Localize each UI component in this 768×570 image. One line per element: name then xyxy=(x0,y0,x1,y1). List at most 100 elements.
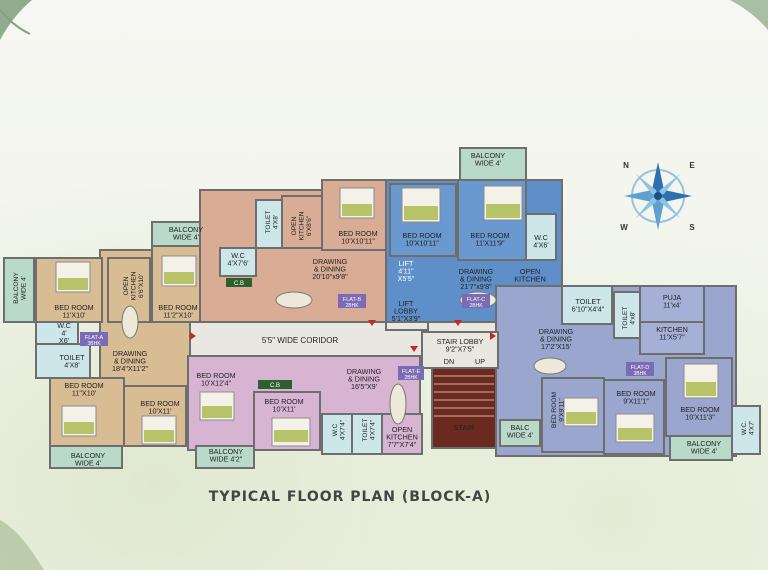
flat-b-open-kitchen xyxy=(281,195,323,249)
room-label-line: 10'X10'11" xyxy=(341,237,375,246)
room-label-line: WIDE 4' xyxy=(475,159,502,168)
room-label-line: X6' xyxy=(59,336,70,345)
room-label-line: OPEN xyxy=(520,267,540,276)
room-label-line: BED ROOM xyxy=(158,303,197,312)
room-label-line: 20'10"x9'8" xyxy=(312,272,348,281)
room-label-line: 6'10"X4'4" xyxy=(572,305,605,314)
room-label-line: BALCONY xyxy=(13,272,20,304)
room-label-line: 11'X10' xyxy=(63,311,87,320)
corridor-label: 5'5" WIDE CORIDOR xyxy=(262,336,339,345)
room-label-line: LOBBY xyxy=(394,307,418,316)
room-label-line: 6'6"X10' xyxy=(138,274,145,298)
flat-e-tag: FLAT-E 2BHK xyxy=(398,366,424,381)
compass-s: S xyxy=(689,223,695,232)
room-label-line: 9'X9'11" xyxy=(559,398,566,422)
room-label-line: BED ROOM xyxy=(470,231,509,240)
stair-treads xyxy=(434,375,494,417)
room-label-line: 9'2"X7'5" xyxy=(446,345,475,354)
flat-d-kitchen xyxy=(639,321,705,355)
flat-c-balcony xyxy=(459,147,527,181)
room-label-line: W.C xyxy=(332,424,339,437)
room-label-line: STAIR xyxy=(454,423,475,432)
flat-b-wc xyxy=(219,247,257,277)
room-label-line: 4'X8' xyxy=(64,361,80,370)
room-label-line: 11"X10' xyxy=(72,389,97,398)
room-label-stair-up: UP xyxy=(475,357,485,366)
room-label-line: BED ROOM xyxy=(54,303,93,312)
flat-c-tag: FLAT-C 2BHK xyxy=(462,294,490,309)
flat-e-balcony xyxy=(195,445,255,469)
room-label-line: LIFT xyxy=(399,259,414,268)
room-label-line: BALCONY xyxy=(687,439,722,448)
flat-d-tag-label: FLAT-D xyxy=(631,365,650,371)
room-label-line: OPEN xyxy=(392,425,412,434)
room-label-stair: STAIR xyxy=(454,423,475,432)
room-label-line: 10'X10'11" xyxy=(405,239,439,248)
flat-e-tag-type: 2BHK xyxy=(404,375,418,381)
room-label-line: 11'2"X10' xyxy=(163,311,193,320)
flat-c-wc xyxy=(525,213,557,261)
room-label-line: & DINING xyxy=(314,265,346,274)
leaf-decoration-bottom-left xyxy=(0,520,44,570)
room-label-line: KITCHEN xyxy=(514,275,546,284)
room-label-d-bed1: BED ROOM9'X9'11" xyxy=(551,392,566,428)
room-label-line: BED ROOM xyxy=(402,231,441,240)
room-label-line: 10'X11' xyxy=(273,405,297,414)
room-label-line: WIDE 4' xyxy=(507,431,534,440)
room-label-d-toilet2: TOILET4'x8' xyxy=(622,307,637,330)
plan-title: TYPICAL FLOOR PLAN (BLOCK-A) xyxy=(208,489,492,505)
room-label-line: KITCHEN xyxy=(386,433,418,442)
flat-d-puja xyxy=(639,285,705,323)
room-label-line: 4' xyxy=(61,329,67,338)
room-label-a-open-kitchen: OPENKITCHEN6'6"X10' xyxy=(123,271,145,300)
room-label-line: KITCHEN xyxy=(656,325,688,334)
room-label-line: X5'5" xyxy=(398,274,415,283)
room-label-line: & DINING xyxy=(540,335,572,344)
room-label-line: DRAWING xyxy=(313,257,348,266)
room-label-line: 10'X12'4" xyxy=(201,379,232,388)
room-label-line: TOILET xyxy=(622,307,629,330)
room-label-line: BED ROOM xyxy=(680,405,719,414)
compass-w: W xyxy=(620,223,628,232)
room-label-line: WIDE 4' xyxy=(691,447,718,456)
room-label-line: OPEN xyxy=(291,216,298,235)
room-label-line: BED ROOM xyxy=(616,389,655,398)
room-label-e-toilet: TOILET4'X7'4" xyxy=(362,419,377,442)
room-label-line: STAIR LOBBY xyxy=(437,337,484,346)
flat-c-tag-label: FLAT-C xyxy=(467,297,486,303)
room-label-line: DN xyxy=(444,357,454,366)
room-label-line: 11'x4' xyxy=(663,301,681,310)
flat-b-tag-label: FLAT-B xyxy=(343,297,362,303)
room-label-line: BALCONY xyxy=(169,225,204,234)
room-label-line: UP xyxy=(475,357,485,366)
flat-d-toilet-1 xyxy=(561,285,613,325)
room-label-line: 4'X7'4" xyxy=(340,419,347,440)
leaf-decoration-top-right xyxy=(730,0,768,30)
room-label-stair-dn: DN xyxy=(444,357,454,366)
room-label-line: BED ROOM xyxy=(64,381,103,390)
room-label-line: WIDE 4' xyxy=(75,459,102,468)
compass-n: N xyxy=(623,161,629,170)
room-label-line: 10'X11' xyxy=(149,407,173,416)
room-label-line: TOILET xyxy=(575,297,601,306)
flat-b-toilet xyxy=(255,199,283,249)
